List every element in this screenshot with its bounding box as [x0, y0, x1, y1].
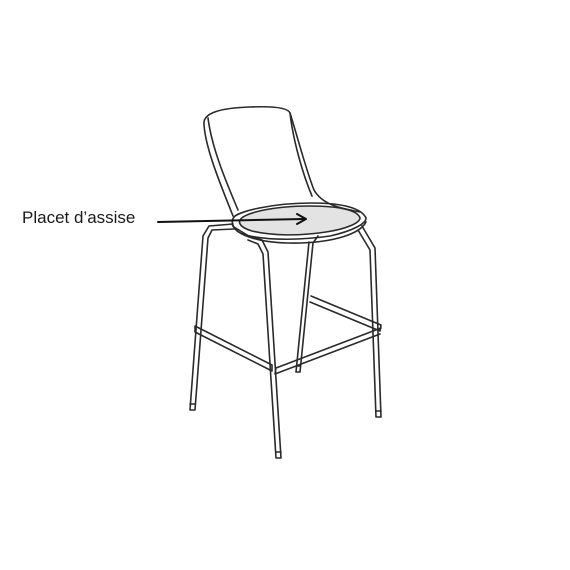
seat-pad-label: Placet d’assise [22, 208, 136, 227]
front-frame [189, 223, 382, 459]
callout-arrow [157, 213, 307, 225]
footrest-left-rail [194, 325, 273, 372]
back-left-leg [295, 235, 319, 373]
shell-back-inner-edge [207, 117, 239, 211]
front-right-leg [247, 235, 282, 459]
front-left-leg [189, 223, 235, 411]
shell [203, 105, 361, 217]
seat-pad [238, 205, 361, 236]
seat [231, 202, 367, 244]
seat-shell-rim [231, 221, 367, 244]
callout-arrow-head [296, 213, 307, 225]
shell-back-outer [203, 105, 361, 217]
shell-back-side [289, 112, 313, 197]
back-right-leg [357, 225, 382, 418]
callout-arrow-line [157, 218, 305, 223]
footrest-right-rail [274, 327, 382, 375]
footrest-back-rail [309, 295, 382, 332]
back-legs [295, 225, 382, 418]
frame-crossbar [233, 226, 253, 239]
footrest [194, 295, 382, 375]
